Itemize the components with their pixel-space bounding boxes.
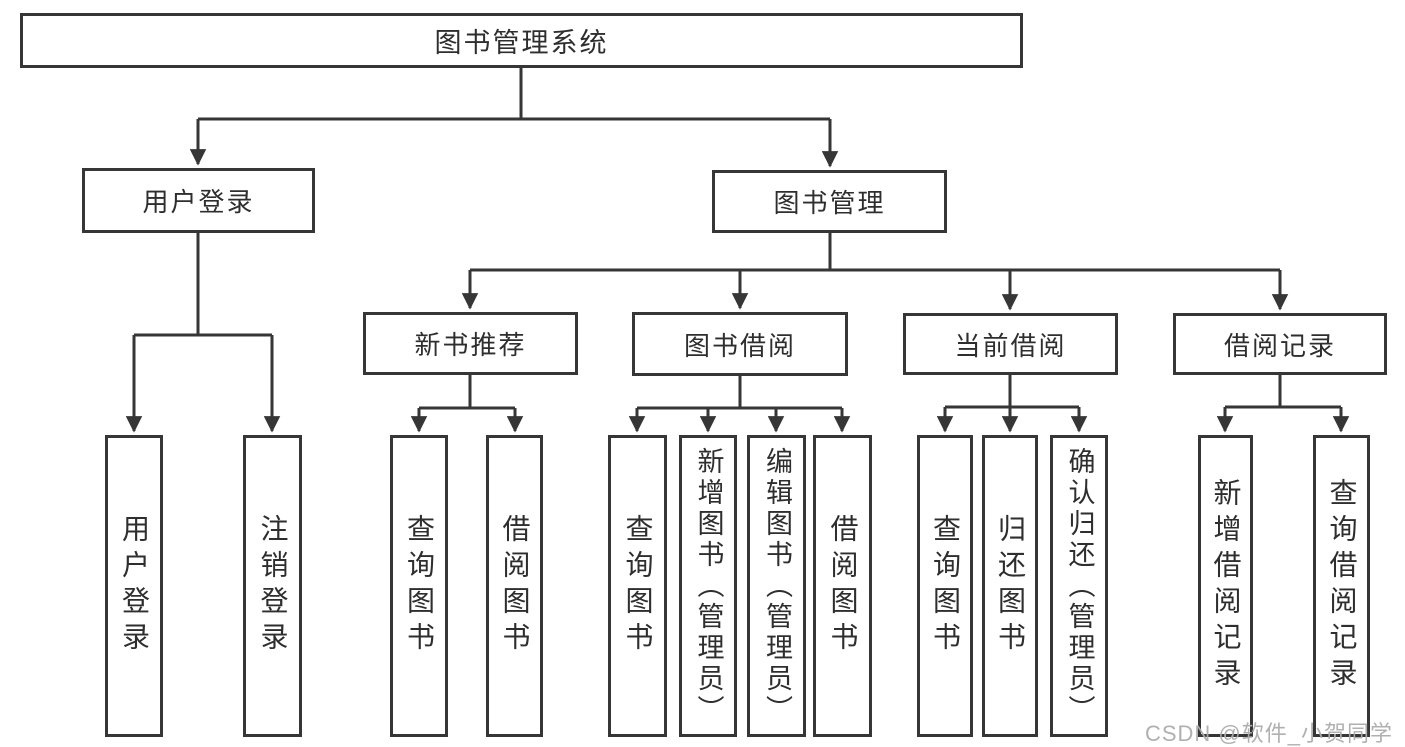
- node-new-book-recommend: 新书推荐: [363, 312, 578, 375]
- leaf-label: 新增图书（管理员）: [693, 446, 724, 726]
- node-label: 当前借阅: [954, 330, 1067, 361]
- leaf-label: 借阅图书: [827, 514, 859, 658]
- node-book-borrow: 图书借阅: [632, 312, 848, 376]
- leaf-borrow-book-recommend: 借阅图书: [486, 435, 543, 737]
- leaf-label: 归还图书: [995, 514, 1026, 658]
- node-book-management: 图书管理: [712, 170, 947, 233]
- leaf-label: 查询图书: [622, 514, 654, 658]
- leaf-confirm-return-admin: 确认归还（管理员）: [1050, 435, 1108, 737]
- leaf-label: 查询图书: [404, 514, 435, 658]
- leaf-label: 新增借阅记录: [1210, 478, 1242, 694]
- leaf-add-book-admin: 新增图书（管理员）: [679, 435, 737, 737]
- leaf-query-book-recommend: 查询图书: [390, 435, 448, 737]
- leaf-borrow-book: 借阅图书: [813, 435, 872, 737]
- leaf-label: 注销登录: [257, 514, 289, 658]
- node-user-login: 用户登录: [82, 168, 315, 233]
- leaf-label: 查询图书: [930, 514, 961, 658]
- csdn-watermark: CSDN @软件_小贺同学: [1144, 721, 1393, 746]
- node-label: 用户登录: [142, 187, 255, 217]
- leaf-label: 用户登录: [119, 514, 150, 658]
- leaf-query-book-current: 查询图书: [917, 435, 973, 737]
- node-borrow-record: 借阅记录: [1173, 313, 1387, 375]
- node-label: 借阅记录: [1223, 330, 1336, 361]
- leaf-return-book: 归还图书: [982, 435, 1038, 737]
- node-label: 图书借阅: [683, 330, 796, 361]
- leaf-label: 查询借阅记录: [1326, 478, 1358, 694]
- leaf-logout: 注销登录: [243, 435, 302, 737]
- leaf-user-login: 用户登录: [105, 435, 163, 737]
- leaf-label: 确认归还（管理员）: [1064, 446, 1095, 726]
- node-current-borrow: 当前借阅: [903, 313, 1118, 375]
- node-label: 图书管理系统: [434, 28, 609, 58]
- node-label: 图书管理: [773, 188, 886, 218]
- leaf-label: 编辑图书（管理员）: [762, 446, 792, 726]
- leaf-query-book-borrow: 查询图书: [608, 435, 667, 737]
- node-label: 新书推荐: [414, 330, 527, 360]
- node-library-management-system: 图书管理系统: [20, 13, 1023, 68]
- leaf-add-borrow-record: 新增借阅记录: [1198, 435, 1253, 737]
- leaf-edit-book-admin: 编辑图书（管理员）: [747, 435, 806, 737]
- leaf-query-borrow-record: 查询借阅记录: [1313, 435, 1370, 737]
- leaf-label: 借阅图书: [499, 514, 531, 658]
